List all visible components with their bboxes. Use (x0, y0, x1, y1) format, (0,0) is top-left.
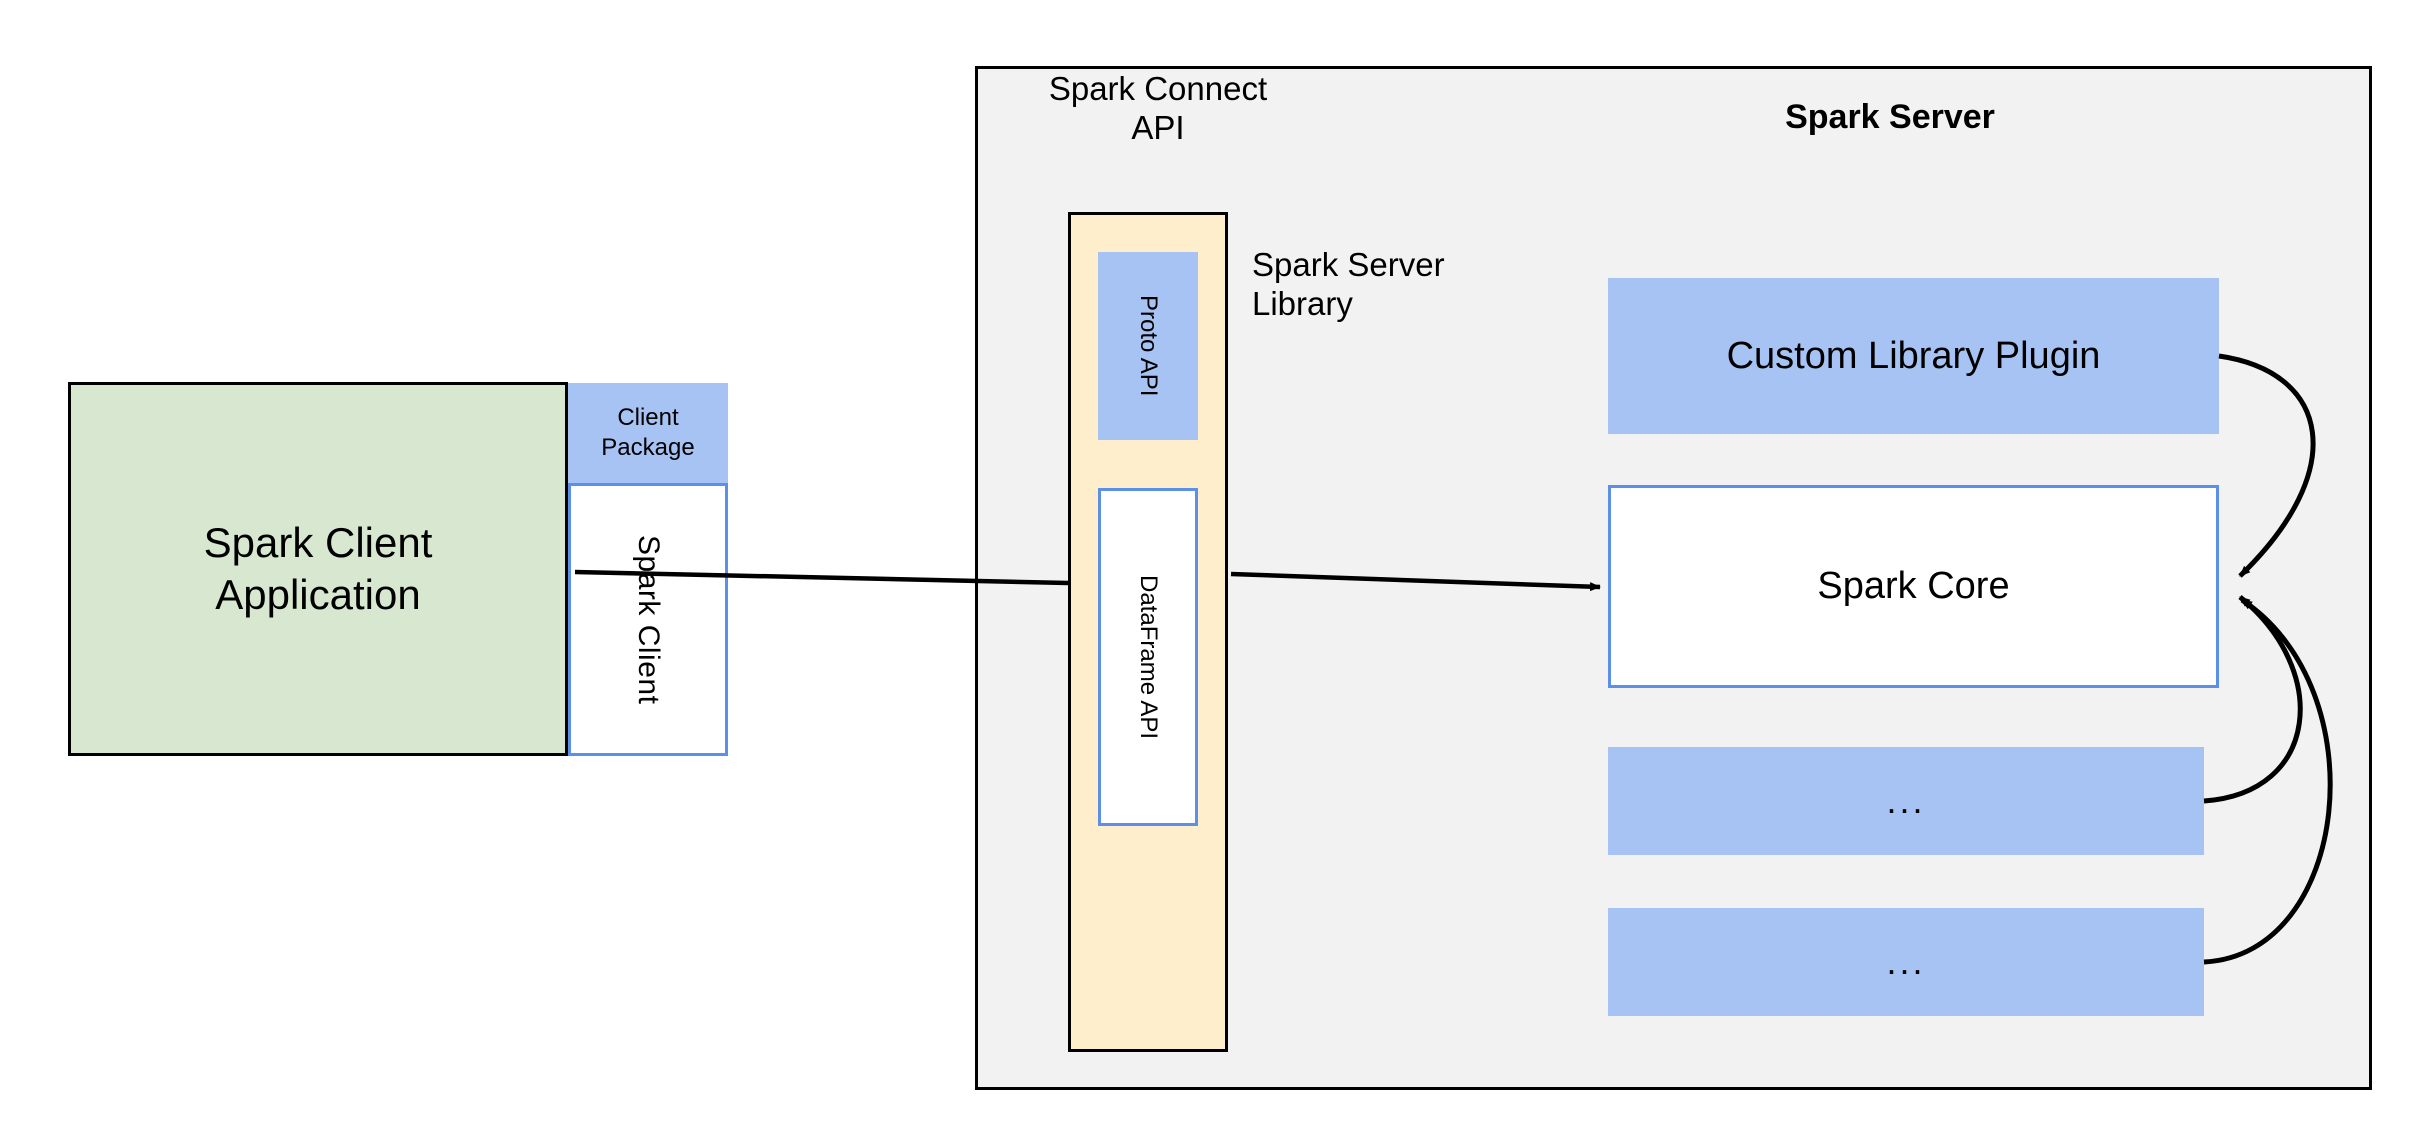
client-package-label: Client Package (601, 404, 695, 461)
spark-client-box[interactable]: Spark Client (568, 483, 728, 756)
spark-server-library-label: Spark Server Library (1252, 246, 1445, 322)
custom-library-plugin-box[interactable]: Custom Library Plugin (1608, 278, 2219, 434)
dataframe-api-box[interactable]: DataFrame API (1098, 488, 1198, 826)
spark-core-box[interactable]: Spark Core (1608, 485, 2219, 688)
ellipsis-label-1: ... (1886, 780, 1926, 821)
spark-client-application-label: Spark Client Application (203, 518, 433, 619)
proto-api-label: Proto API (1135, 295, 1162, 397)
dataframe-api-label: DataFrame API (1135, 574, 1162, 740)
ellipsis-box-1[interactable]: ... (1608, 747, 2204, 855)
client-package-box[interactable]: Client Package (568, 383, 728, 483)
spark-client-application-box[interactable]: Spark Client Application (68, 382, 568, 756)
ellipsis-box-2[interactable]: ... (1608, 908, 2204, 1016)
spark-connect-api-label: Spark Connect API (1048, 70, 1268, 146)
spark-server-title: Spark Server (1785, 98, 1995, 136)
proto-api-box[interactable]: Proto API (1098, 252, 1198, 440)
ellipsis-label-2: ... (1886, 941, 1926, 982)
custom-library-plugin-label: Custom Library Plugin (1726, 334, 2101, 377)
spark-client-label: Spark Client (632, 534, 665, 705)
spark-core-label: Spark Core (1817, 565, 2010, 607)
